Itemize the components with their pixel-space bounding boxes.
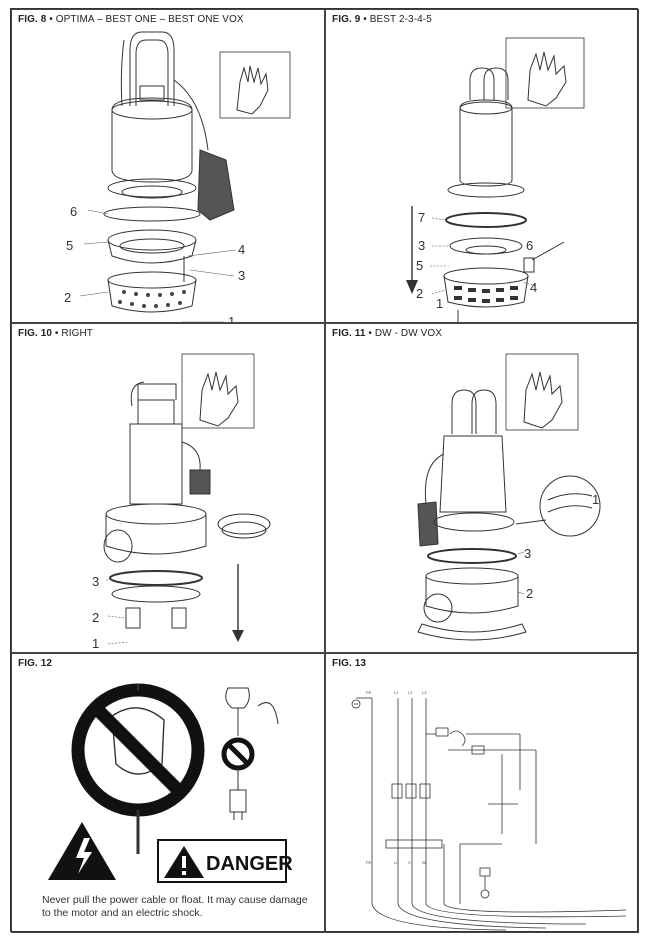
fig8-callout-5: 5 — [66, 238, 73, 253]
fig8-callout-1: 1 — [228, 314, 235, 323]
fig13-title: FIG. 13 — [332, 658, 367, 669]
fig9-title: FIG. 9 • BEST 2-3-4-5 — [332, 14, 432, 25]
panel-fig10: FIG. 10 • RIGHT — [11, 323, 325, 653]
panel-fig12: FIG. 12 — [11, 653, 325, 933]
fig8-drawing: 6 5 4 3 2 1 — [64, 31, 291, 323]
fig10-callout-3: 3 — [92, 574, 99, 589]
fig10-callout-2: 2 — [92, 610, 99, 625]
terminal-l1: L1 — [394, 690, 399, 695]
panel-fig8: FIG. 8 • OPTIMA – BEST ONE – BEST ONE VO… — [11, 9, 325, 323]
fig8-callout-2: 2 — [64, 290, 71, 305]
danger-label: DANGER — [206, 853, 293, 875]
terminal-v: V — [408, 860, 411, 865]
glove-icon — [527, 51, 567, 107]
fig9-callout-6: 6 — [526, 238, 533, 253]
panel-fig13: FIG. 13 — [325, 653, 639, 933]
fig12-title: FIG. 12 — [18, 658, 53, 669]
prohibition-sign-icon — [71, 683, 205, 854]
danger-sign: DANGER — [157, 839, 293, 883]
fig11-callout-1: 1 — [592, 492, 599, 507]
fig8-callout-4: 4 — [238, 242, 245, 257]
fig10-title: FIG. 10 • RIGHT — [18, 328, 94, 339]
electric-hazard-icon — [48, 822, 116, 880]
glove-icon — [523, 371, 563, 429]
panel-fig9: FIG. 9 • BEST 2-3-4-5 — [325, 9, 639, 323]
terminal-l2: L2 — [408, 690, 413, 695]
fig9-callout-1: 1 — [436, 296, 443, 311]
fig9-callout-3: 3 — [418, 238, 425, 253]
fig9-callout-4: 4 — [530, 280, 537, 295]
glove-icon — [236, 65, 269, 115]
fig13-drawing: PE L1 L2 L3 PE U V W — [351, 690, 627, 931]
terminal-pe-top: PE — [366, 690, 372, 695]
fig8-callout-6: 6 — [70, 204, 77, 219]
fig9-callout-7: 7 — [418, 210, 425, 225]
fig9-drawing: 7 3 6 5 2 4 1 — [406, 37, 585, 322]
fig10-callout-1: 1 — [92, 636, 99, 651]
fig11-drawing: 1 3 2 — [417, 353, 601, 641]
fig11-callout-3: 3 — [524, 546, 531, 561]
terminal-u: U — [394, 860, 397, 865]
fig11-callout-2: 2 — [526, 586, 533, 601]
terminal-pe-bottom: PE — [366, 860, 372, 865]
fig9-callout-2: 2 — [416, 286, 423, 301]
instruction-sheet: FIG. 8 • OPTIMA – BEST ONE – BEST ONE VO… — [10, 8, 639, 933]
fig9-callout-5: 5 — [416, 258, 423, 273]
panel-fig11: FIG. 11 • DW - DW VOX — [325, 323, 639, 653]
fig12-drawing: DANGER — [48, 683, 293, 883]
fig10-drawing: 3 2 1 — [92, 353, 271, 651]
fig8-title: FIG. 8 • OPTIMA – BEST ONE – BEST ONE VO… — [18, 14, 244, 25]
fig11-title: FIG. 11 • DW - DW VOX — [332, 328, 443, 339]
glove-icon — [199, 371, 239, 427]
fig12-caption: Never pull the power cable or float. It … — [42, 894, 308, 919]
fig8-callout-3: 3 — [238, 268, 245, 283]
terminal-w: W — [422, 860, 426, 865]
terminal-l3: L3 — [422, 690, 427, 695]
unplug-warning-icon — [221, 687, 279, 820]
